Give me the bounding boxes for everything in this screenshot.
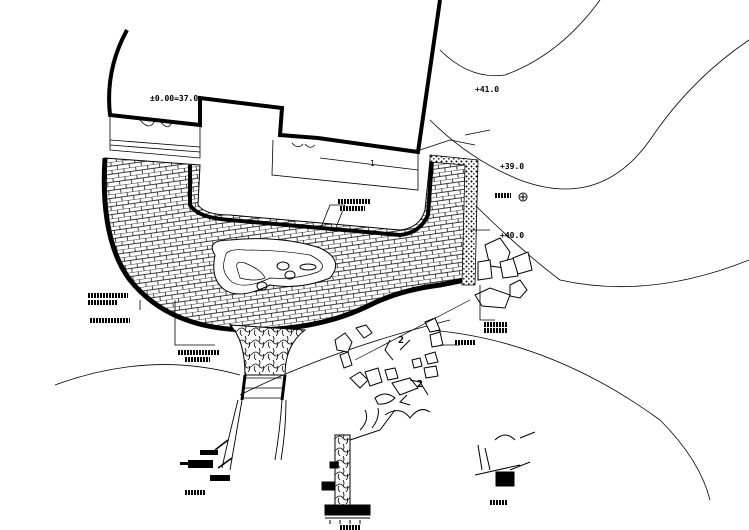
- pond-outer: [211, 238, 337, 295]
- boulder: [424, 317, 441, 333]
- section-cut-markers: [354, 299, 471, 406]
- boulder: [374, 393, 396, 405]
- contour-line: [469, 199, 749, 288]
- annotation-text-block: [490, 500, 508, 505]
- contour-label: +41.0: [475, 85, 500, 94]
- annotation-text-block: [340, 525, 360, 530]
- building-outline: [107, 0, 442, 155]
- landscape-boulders: [334, 237, 533, 405]
- annotation-text-block: [185, 357, 210, 362]
- boulder: [512, 251, 533, 275]
- annotation-text-block: [484, 328, 508, 333]
- pond-stone: [276, 261, 290, 271]
- building-wall: [107, 0, 442, 155]
- boulder: [391, 377, 419, 396]
- boulder: [411, 357, 423, 369]
- pond-stone: [284, 270, 296, 280]
- annotation-text-block: [88, 300, 118, 305]
- boulder: [509, 279, 528, 299]
- contour-line: [429, 329, 711, 501]
- boulder: [477, 259, 493, 281]
- contour-label: +39.0: [500, 162, 525, 171]
- detail-drawing-2: [321, 407, 431, 524]
- annotation-text-block: [88, 293, 128, 298]
- boulder: [424, 351, 439, 365]
- elevation-marker-label: ±0.00=37.0: [150, 94, 199, 103]
- path-stone-section: [228, 324, 307, 376]
- plaza-inner-edging: [188, 159, 434, 238]
- section-marker-label: 2: [398, 335, 405, 346]
- svg-text:1: 1: [370, 159, 375, 168]
- boulder: [474, 287, 511, 309]
- detail-drawing-3: [474, 431, 536, 487]
- annotation-text-block: [484, 322, 508, 327]
- contour-line: [239, 319, 451, 396]
- contour-line: [429, 39, 749, 190]
- contour-lines: [54, 0, 749, 501]
- boulder: [364, 367, 383, 387]
- detail-drawing-1: [180, 439, 233, 481]
- annotation-text-block: [178, 350, 220, 355]
- boulder: [349, 371, 369, 389]
- pond-stone: [256, 281, 268, 291]
- contour-line: [439, 0, 601, 77]
- boulder: [339, 351, 353, 369]
- pond-stone: [299, 263, 317, 271]
- annotation-text-block: [495, 193, 511, 198]
- pond: [211, 238, 337, 295]
- annotation-text-block: [338, 199, 370, 204]
- section-marker-label: 2: [417, 379, 424, 390]
- annotation-text-block: [340, 206, 365, 211]
- contour-label: +40.0: [500, 231, 525, 240]
- boulder: [355, 324, 373, 339]
- gravel-planting-strip: [429, 154, 479, 286]
- south-path: [221, 324, 307, 471]
- contour-line: [54, 364, 241, 386]
- boulder: [423, 365, 439, 379]
- annotation-text-block: [185, 490, 205, 495]
- boulder: [499, 257, 519, 279]
- boulder: [334, 332, 353, 353]
- north-arrow-symbol: [518, 192, 528, 202]
- building-details: 1: [109, 115, 419, 191]
- annotation-text-block: [90, 318, 130, 323]
- boulder: [384, 367, 399, 381]
- pond-inner: [223, 249, 323, 286]
- pond-island: [236, 261, 266, 281]
- annotation-text-block: [455, 340, 475, 345]
